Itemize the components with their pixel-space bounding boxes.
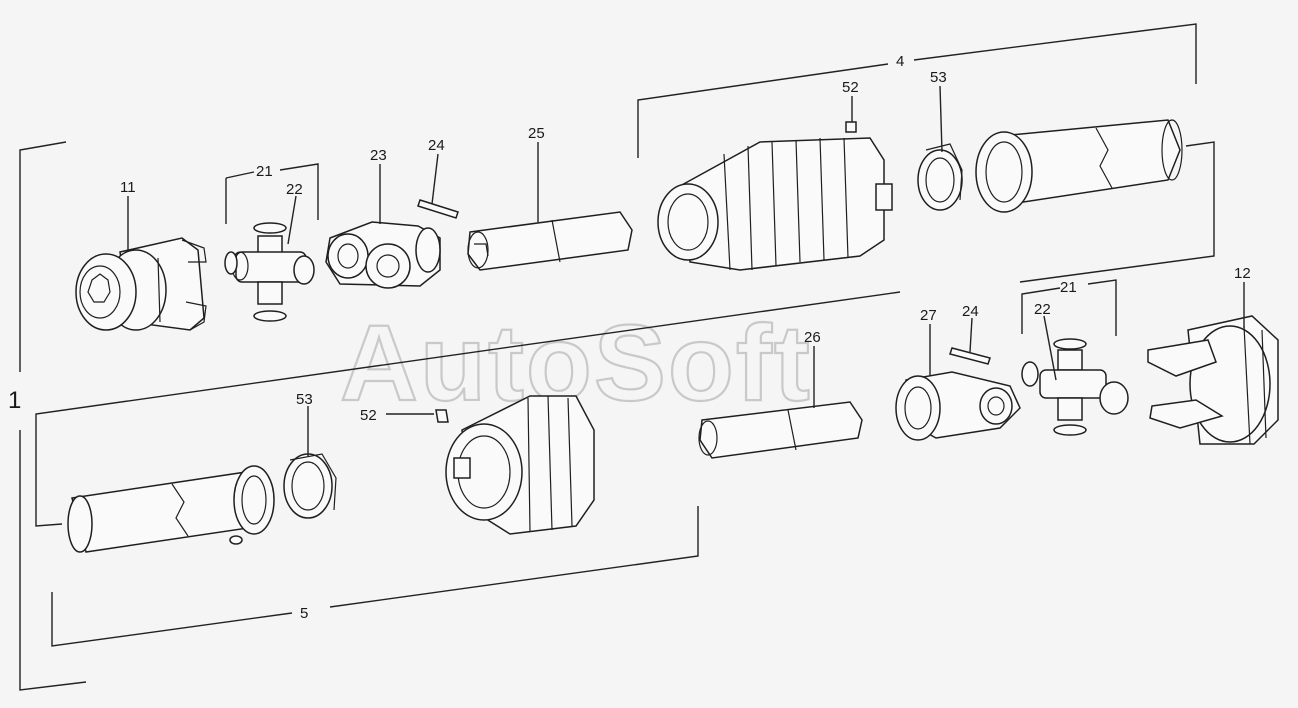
part-53-bearing-ring-lower [283, 453, 337, 519]
outer-guard-tube-lower [67, 465, 275, 553]
callout-26: 26 [804, 329, 821, 346]
outer-guard-tube-upper [975, 119, 1183, 213]
callout-21-upper: 21 [256, 163, 273, 180]
callout-23: 23 [370, 147, 387, 164]
leader-lines [127, 85, 1245, 456]
callout-22-lower: 22 [1034, 301, 1051, 318]
callout-5: 5 [300, 605, 308, 622]
bracket-lines [19, 23, 1215, 691]
callout-21-lower: 21 [1060, 279, 1077, 296]
part-4-outer-guard-cone [657, 137, 893, 271]
callout-24-lower: 24 [962, 303, 979, 320]
callout-27: 27 [920, 307, 937, 324]
part-52-screw-lower [435, 409, 449, 423]
part-52-screw-upper [845, 121, 857, 133]
callout-53-upper: 53 [930, 69, 947, 86]
callout-25: 25 [528, 125, 545, 142]
callout-24-upper: 24 [428, 137, 445, 154]
part-23-inner-yoke [325, 221, 441, 289]
callout-52-lower: 52 [360, 407, 377, 424]
part-11-yoke-clutch [75, 237, 207, 331]
part-25-inner-profile-tube [467, 211, 633, 271]
part-22-cross-journal-upper [224, 222, 315, 322]
callout-11: 11 [120, 179, 136, 196]
part-22-cross-journal-lower [1021, 338, 1129, 436]
part-53-bearing-ring-upper [917, 143, 963, 211]
part-24-spring-pin-upper [417, 199, 459, 219]
callout-4: 4 [896, 53, 904, 70]
callout-12: 12 [1234, 265, 1251, 282]
part-12-yoke-clutch-end [1147, 315, 1279, 445]
part-24-spring-pin-lower [949, 347, 991, 365]
callout-53-lower: 53 [296, 391, 313, 408]
callout-22-upper: 22 [286, 181, 303, 198]
callout-52-upper: 52 [842, 79, 859, 96]
part-26-outer-profile-tube [698, 401, 863, 459]
part-5-inner-guard-cone [445, 395, 595, 535]
part-27-outer-yoke [895, 371, 1021, 441]
callout-labels: 1 4 5 11 12 21 21 22 22 23 24 24 25 26 2… [8, 53, 1251, 622]
callout-1: 1 [8, 387, 21, 414]
